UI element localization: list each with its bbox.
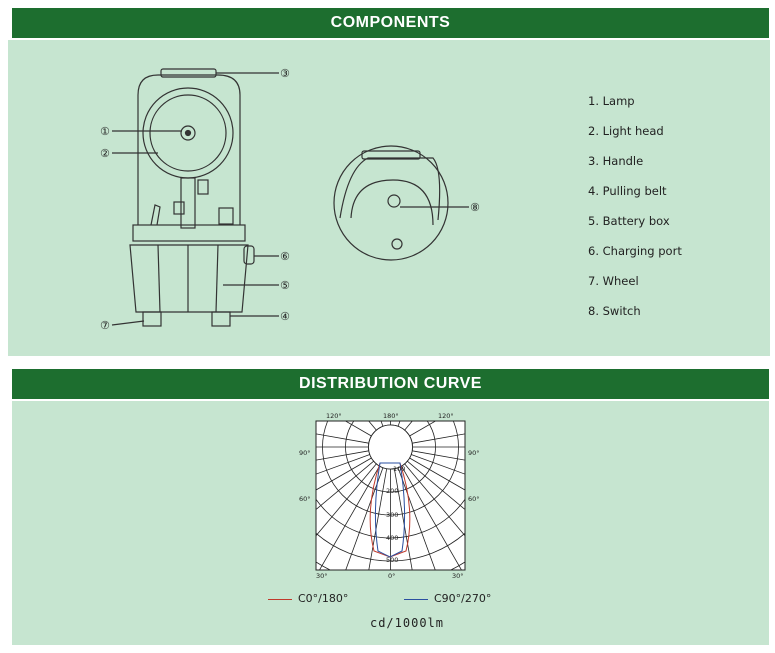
components-header: COMPONENTS bbox=[12, 8, 769, 38]
legend-c90: C90°/270° bbox=[404, 592, 491, 605]
components-panel: ③ ① ② ⑥ ⑤ ④ ⑦ ⑧ 1. Lamp 2. Light head 3.… bbox=[8, 40, 770, 356]
grid-spoke bbox=[411, 454, 465, 475]
polar-chart: 120° 180° 120° 90° 90° 60° 60° 30° 0° 30… bbox=[299, 412, 480, 580]
detail-handle-arc bbox=[339, 157, 441, 221]
detail-handle bbox=[361, 150, 421, 160]
parts-list-item: 3. Handle bbox=[588, 154, 644, 168]
callout-7: ⑦ bbox=[100, 319, 110, 332]
angle-label: 30° bbox=[316, 572, 328, 580]
battery-box-lid bbox=[132, 224, 246, 242]
grid-spoke bbox=[319, 465, 380, 570]
grid-spoke bbox=[407, 460, 465, 511]
wheel-right bbox=[211, 311, 231, 327]
parts-list-item: 1. Lamp bbox=[588, 94, 635, 108]
leader-7 bbox=[111, 320, 145, 326]
series-c90-curve bbox=[374, 462, 406, 558]
parts-list-item: 6. Charging port bbox=[588, 244, 682, 258]
battery-box-shape bbox=[129, 244, 249, 313]
angle-label: 30° bbox=[452, 572, 464, 580]
callout-2: ② bbox=[100, 147, 110, 160]
wheel-left bbox=[142, 311, 162, 327]
battery-rib-1 bbox=[157, 244, 161, 313]
parts-list-item: 7. Wheel bbox=[588, 274, 639, 288]
legend-swatch-c90 bbox=[404, 598, 428, 600]
lamp-diagram: ③ ① ② ⑥ ⑤ ④ ⑦ ⑧ bbox=[100, 67, 480, 332]
angle-label: 90° bbox=[468, 449, 480, 457]
grid-spoke bbox=[316, 450, 369, 461]
legend-c0: C0°/180° bbox=[268, 592, 348, 605]
angle-label: 60° bbox=[468, 495, 480, 503]
callout-1: ① bbox=[100, 125, 110, 138]
callout-4: ④ bbox=[280, 310, 290, 323]
lamp-center bbox=[180, 125, 196, 141]
radial-label: 100 bbox=[393, 465, 405, 473]
angle-label: 60° bbox=[299, 495, 311, 503]
switch-lever bbox=[150, 204, 161, 226]
distribution-title: DISTRIBUTION CURVE bbox=[299, 375, 482, 392]
neck-knob bbox=[197, 179, 209, 195]
distribution-panel: 120° 180° 120° 90° 90° 60° 60° 30° 0° 30… bbox=[12, 401, 769, 645]
handle-shape bbox=[160, 68, 217, 78]
callout-3: ③ bbox=[280, 67, 290, 80]
series-c0-curve bbox=[369, 462, 411, 558]
components-title: COMPONENTS bbox=[330, 14, 451, 31]
light-head-inner bbox=[149, 94, 227, 172]
detail-head bbox=[350, 179, 434, 226]
grid-spoke bbox=[412, 450, 465, 461]
grid-spoke bbox=[412, 433, 465, 444]
parts-list-item: 5. Battery box bbox=[588, 214, 670, 228]
battery-rib-3 bbox=[215, 244, 219, 313]
parts-list-item: 8. Switch bbox=[588, 304, 641, 318]
radial-label: 400 bbox=[386, 534, 398, 542]
grid-spoke bbox=[409, 457, 465, 491]
radial-label: 500 bbox=[386, 556, 398, 564]
grid-spoke bbox=[316, 460, 374, 511]
callout-6: ⑥ bbox=[280, 250, 290, 263]
grid-spoke bbox=[404, 463, 465, 537]
parts-list-item: 2. Light head bbox=[588, 124, 664, 138]
grid-spoke bbox=[316, 457, 372, 491]
lamp-neck bbox=[180, 177, 196, 229]
grid-spoke bbox=[393, 468, 413, 570]
angle-label: 120° bbox=[326, 412, 342, 420]
parts-list-item: 4. Pulling belt bbox=[588, 184, 667, 198]
radial-label: 300 bbox=[386, 511, 398, 519]
angle-label: 120° bbox=[438, 412, 454, 420]
legend-label-c0: C0°/180° bbox=[298, 592, 349, 605]
center-circle bbox=[368, 424, 413, 470]
detail-switch bbox=[387, 194, 401, 208]
detail-port bbox=[391, 238, 403, 250]
switch-knob bbox=[173, 201, 185, 215]
detail-circle bbox=[333, 145, 449, 261]
radial-label: 200 bbox=[386, 487, 398, 495]
legend-swatch-c0 bbox=[268, 598, 292, 600]
lamp-dot bbox=[184, 129, 192, 137]
callout-5: ⑤ bbox=[280, 279, 290, 292]
top-cap bbox=[218, 207, 234, 225]
parts-list: 1. Lamp 2. Light head 3. Handle 4. Pulli… bbox=[588, 93, 682, 333]
distribution-header: DISTRIBUTION CURVE bbox=[12, 369, 769, 399]
unit-label: cd/1000lm bbox=[369, 616, 445, 630]
angle-label: 180° bbox=[383, 412, 399, 420]
grid-spoke bbox=[316, 454, 370, 475]
charging-port-shape bbox=[243, 245, 255, 265]
grid-spoke bbox=[316, 463, 377, 537]
angle-label: 0° bbox=[388, 572, 395, 580]
grid-spoke bbox=[401, 465, 462, 570]
grid-spoke bbox=[397, 467, 436, 570]
grid-spoke bbox=[316, 433, 369, 444]
grid-spoke bbox=[368, 468, 388, 570]
callout-8: ⑧ bbox=[470, 201, 480, 214]
legend-label-c90: C90°/270° bbox=[434, 592, 492, 605]
angle-label: 90° bbox=[299, 449, 311, 457]
lamp-frame bbox=[137, 74, 241, 225]
